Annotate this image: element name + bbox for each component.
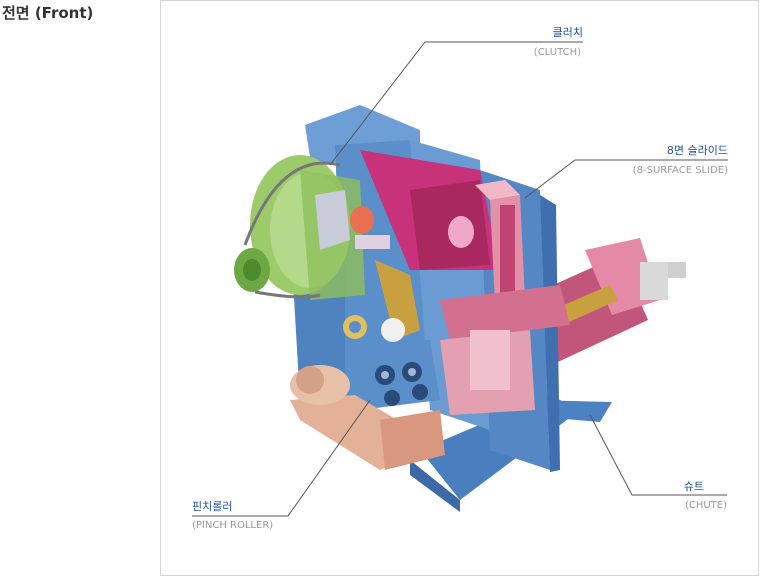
crank-arm [343,260,420,342]
pinch-roller-unit [345,340,440,410]
crank-housing [360,150,500,270]
callout-lines [192,41,728,517]
clutch-flywheel [234,155,390,300]
clutch-label-ko: 클러치 [553,26,583,39]
pinch-leader-line [192,399,371,517]
clutch-leader-line [329,41,583,166]
pinch-label-ko: 핀치롤러 [192,500,232,513]
slide-table [440,285,570,415]
chute-label-en: (CHUTE) [685,500,727,511]
slide-label-ko: 8면 슬라이드 [667,144,728,157]
slide-leader-line [524,159,728,199]
clutch-label-en: (CLUTCH) [534,47,581,58]
machine-illustration [234,105,686,512]
slide-label-en: (8-SURFACE SLIDE) [633,165,728,176]
eight-surface-slide [475,180,525,305]
pinch-label-en: (PINCH ROLLER) [192,520,273,531]
chute-label-ko: 슈트 [684,480,704,493]
page-title: 전면 (Front) [2,4,94,22]
lower-box [290,365,445,470]
chute-leader-line [589,414,727,496]
